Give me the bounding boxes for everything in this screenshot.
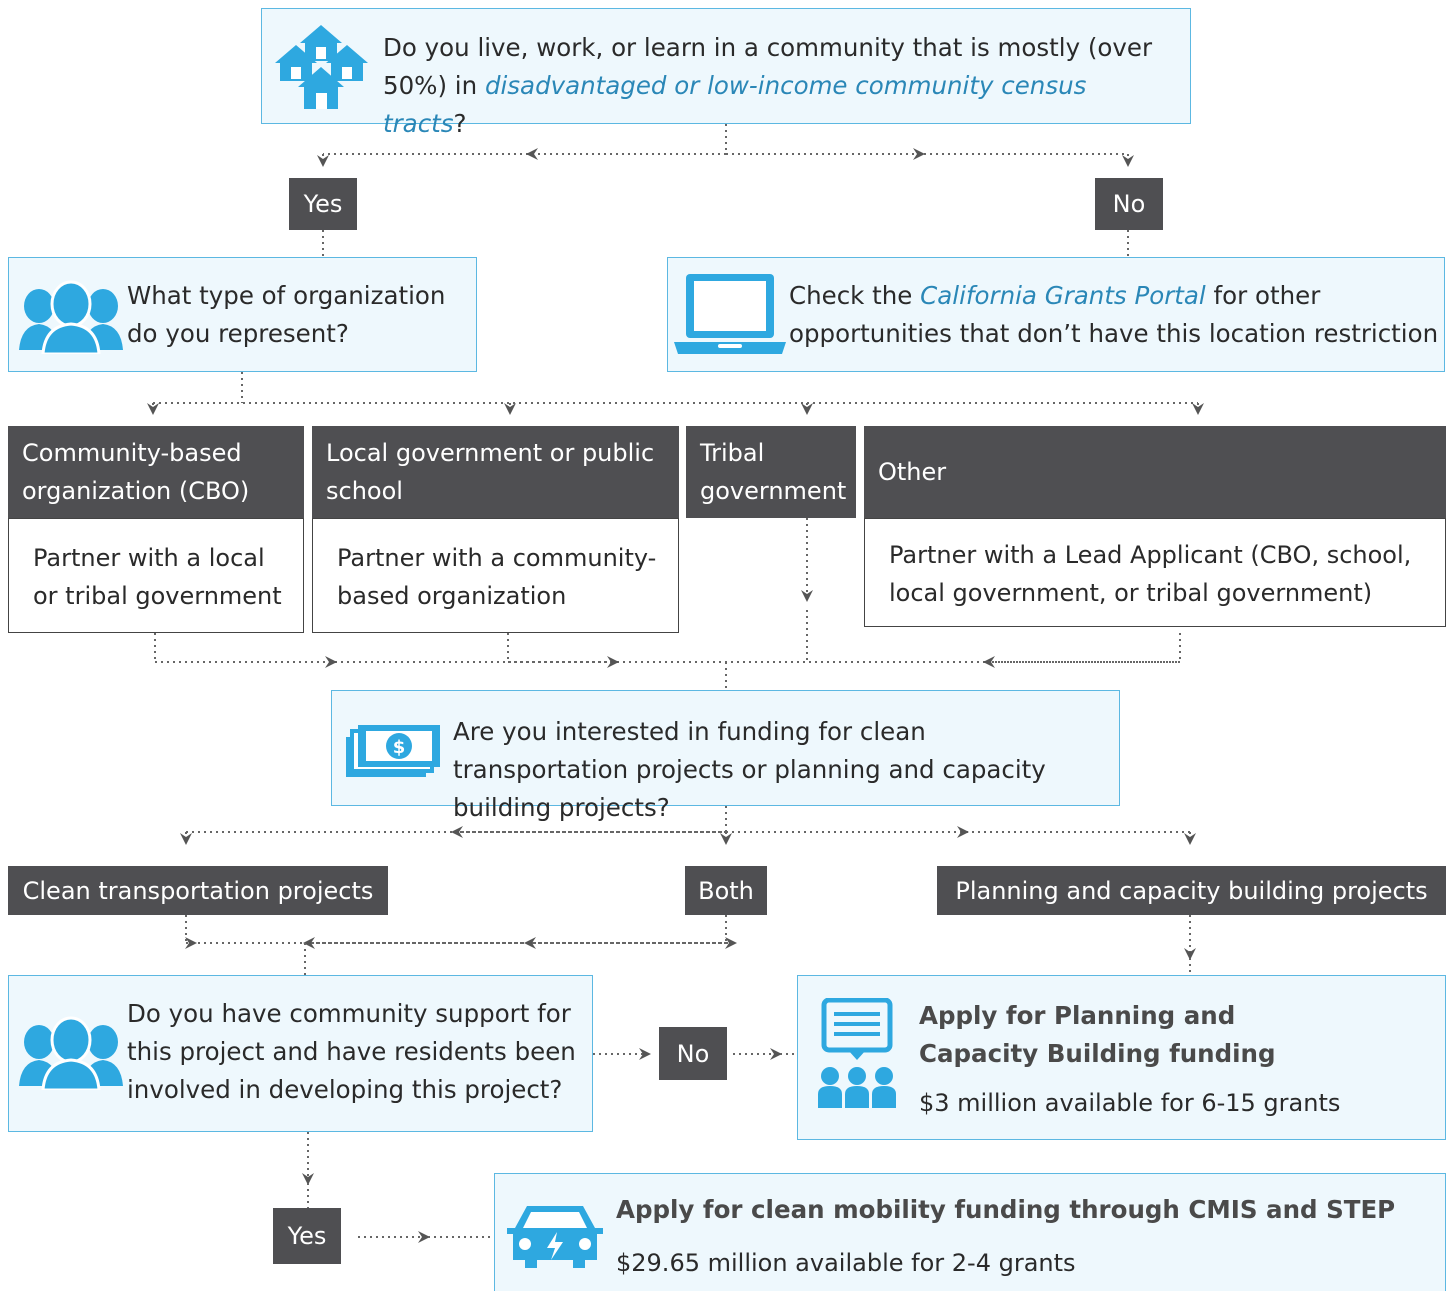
grants-portal-box: Check the California Grants Portal for o…: [667, 257, 1445, 372]
question-organization-text: What type of organization do you represe…: [127, 281, 446, 348]
yes-tag-community: Yes: [273, 1208, 341, 1264]
question-community-support: Do you have community support for this p…: [8, 975, 593, 1132]
question-community-text: Do you have community support for this p…: [127, 999, 576, 1104]
org-type-cbo: Community-based organization (CBO): [8, 426, 304, 518]
planning-result-detail: $3 million available for 6-15 grants: [919, 1089, 1341, 1117]
question-mark: ?: [453, 109, 467, 138]
portal-text-rest: for other opportunities that don’t have …: [789, 281, 1439, 348]
laptop-icon: [674, 272, 786, 356]
mobility-result-title: Apply for clean mobility funding through…: [616, 1195, 1396, 1224]
cbo-action: Partner with a local or tribal governmen…: [8, 518, 304, 633]
option-planning-capacity: Planning and capacity building projects: [937, 866, 1446, 915]
org-type-tribal-government: Tribal government: [686, 426, 856, 518]
local-government-action: Partner with a community-based organizat…: [312, 518, 679, 633]
no-tag-community: No: [659, 1027, 727, 1080]
clean-mobility-result: Apply for clean mobility funding through…: [494, 1173, 1446, 1291]
people-icon: [17, 1016, 125, 1092]
svg-text:$: $: [393, 737, 406, 758]
mobility-result-detail: $29.65 million available for 2-4 grants: [616, 1249, 1076, 1277]
org-type-local-government: Local government or public school: [312, 426, 679, 518]
question-census-tracts-text: Do you live, work, or learn in a communi…: [383, 29, 1173, 143]
question-funding-interest: $ Are you interested in funding for clea…: [331, 690, 1120, 822]
planning-capacity-result: Apply for Planning and Capacity Building…: [797, 975, 1446, 1140]
question-funding-text: Are you interested in funding for clean …: [453, 717, 1046, 822]
yes-tag: Yes: [289, 178, 357, 230]
planning-result-title: Apply for Planning and Capacity Building…: [919, 1001, 1276, 1068]
question-text: Do you live, work, or learn in a communi…: [383, 33, 1153, 100]
people-icon: [17, 280, 125, 356]
electric-car-icon: [505, 1200, 605, 1270]
no-tag: No: [1095, 178, 1163, 230]
other-action: Partner with a Lead Applicant (CBO, scho…: [864, 518, 1446, 627]
org-type-other: Other: [864, 426, 1446, 518]
california-grants-portal-link[interactable]: California Grants Portal: [920, 281, 1206, 310]
money-icon: $: [344, 723, 442, 779]
option-both: Both: [685, 866, 767, 915]
portal-text: Check the: [789, 281, 921, 310]
question-census-tracts: Do you live, work, or learn in a communi…: [261, 8, 1191, 138]
presentation-icon: [816, 997, 898, 1110]
question-organization-type: What type of organization do you represe…: [8, 257, 477, 372]
grants-portal-text: Check the California Grants Portal for o…: [789, 277, 1439, 353]
option-clean-transportation: Clean transportation projects: [8, 866, 388, 915]
houses-icon: [274, 23, 369, 111]
census-tracts-link[interactable]: disadvantaged or low-income community ce…: [383, 71, 1087, 138]
